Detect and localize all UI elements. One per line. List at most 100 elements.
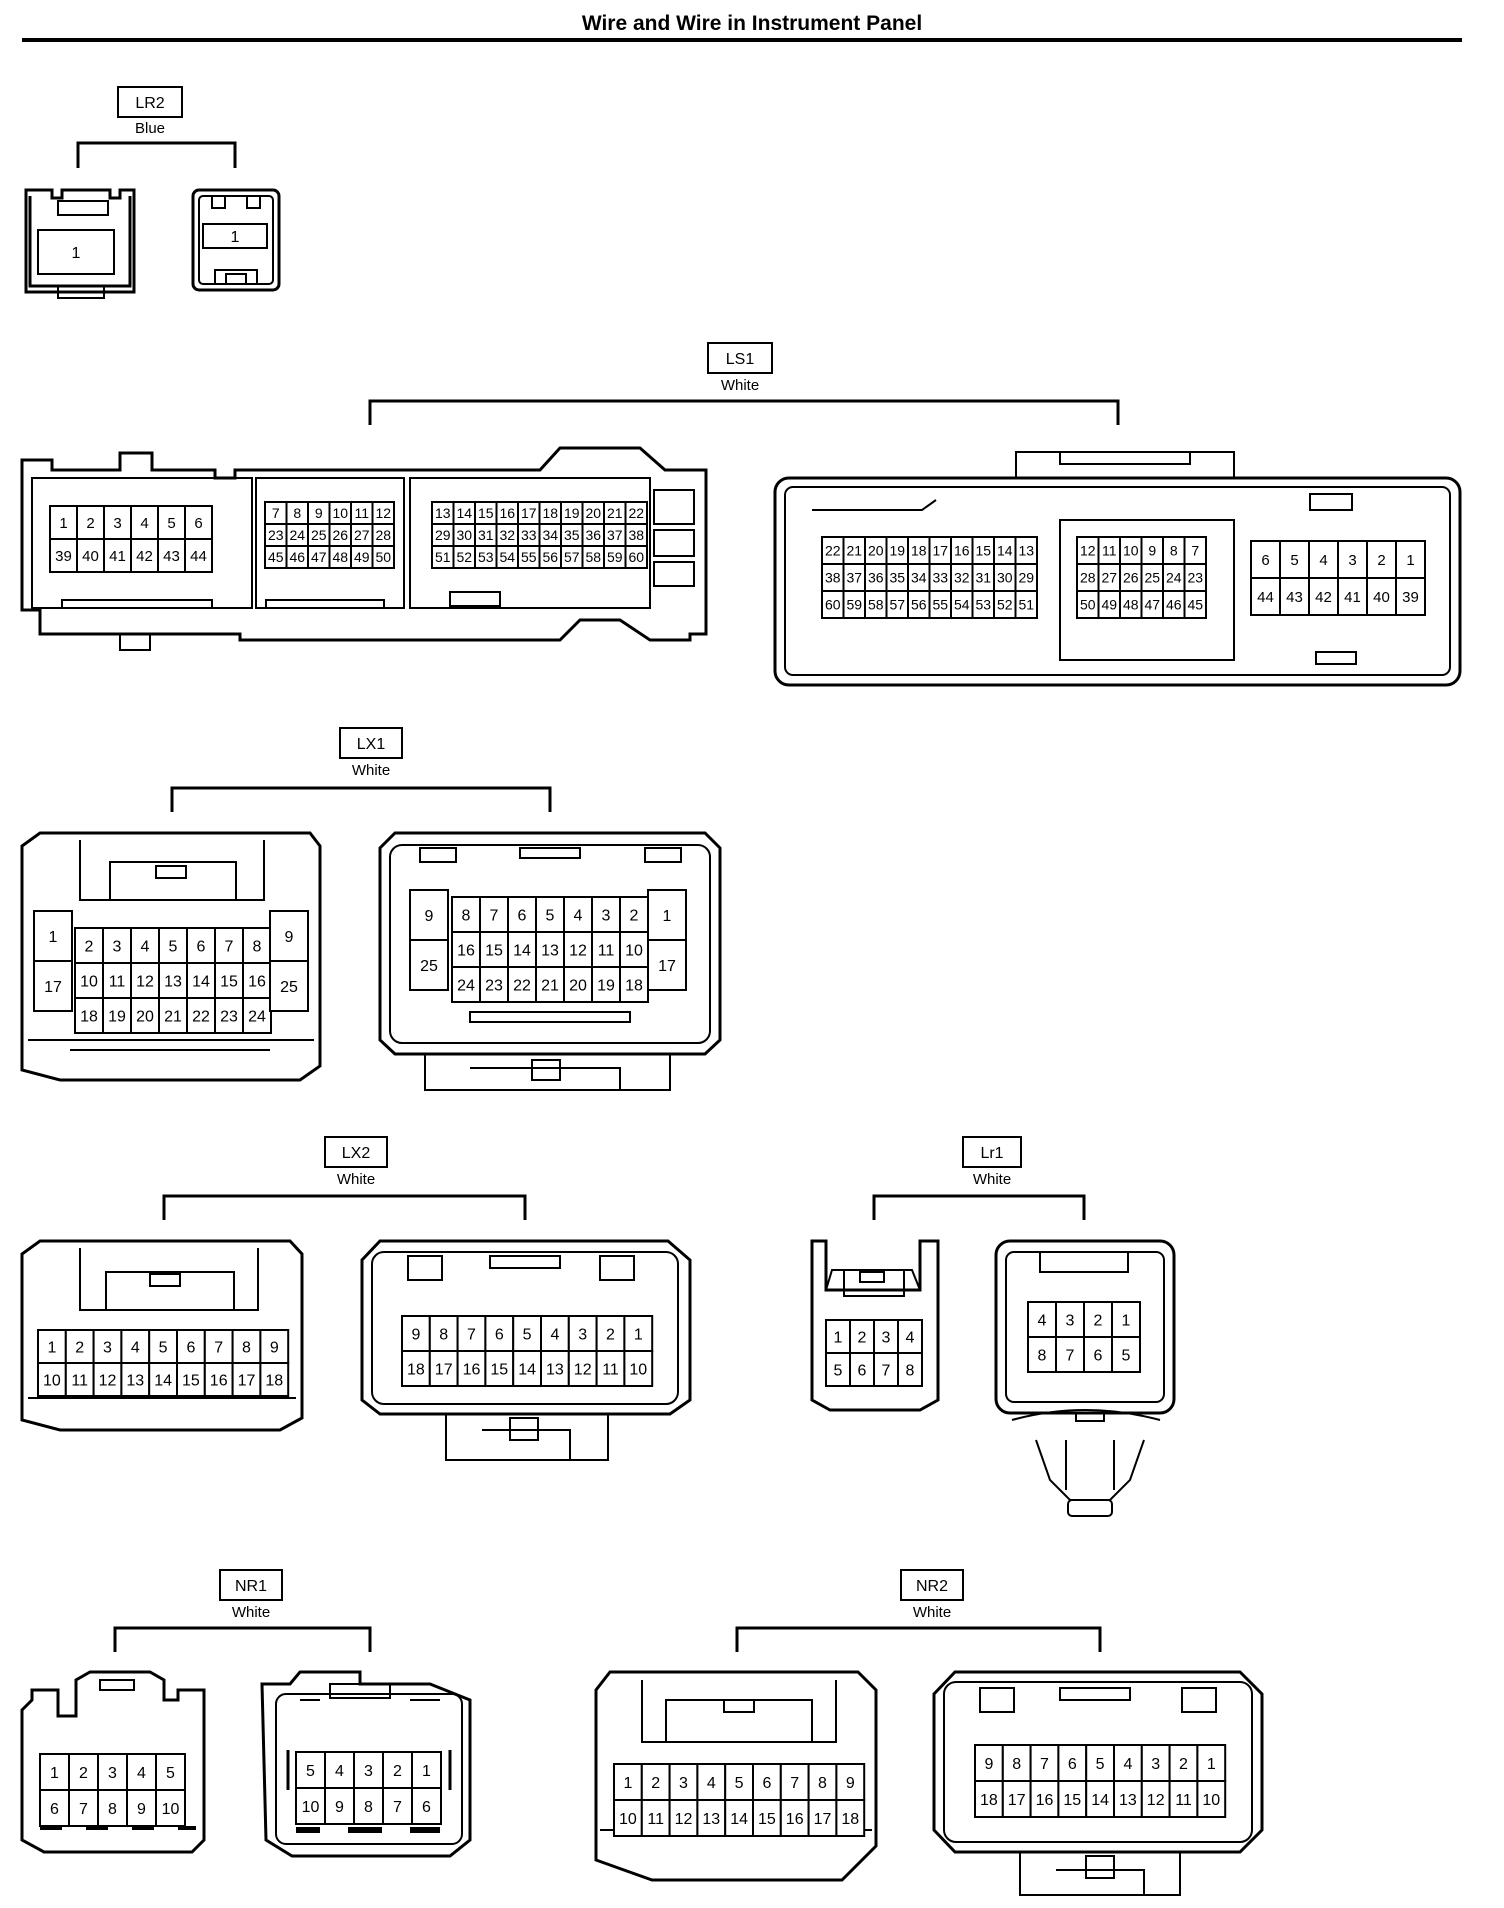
- pin-number: 60: [628, 549, 644, 565]
- pin-number: 3: [578, 1326, 587, 1343]
- pin-number: 10: [629, 1361, 647, 1378]
- pin-cell: [668, 1799, 699, 1837]
- pin-number: 1: [634, 1326, 643, 1343]
- pin-number: 11: [598, 942, 615, 959]
- pin-number: 17: [435, 1361, 453, 1378]
- lx2-code: LX2: [342, 1145, 371, 1162]
- pin-cell: [507, 966, 537, 1003]
- pin-number: 12: [375, 505, 391, 521]
- pin-cell: [382, 1751, 413, 1789]
- pin-number: 6: [1094, 1347, 1103, 1364]
- pin-cell: [1027, 1301, 1057, 1338]
- pin-number: 16: [463, 1361, 481, 1378]
- pin-cell: [535, 896, 565, 933]
- pin-cell: [184, 505, 213, 540]
- lx2-code-box: [324, 1136, 388, 1168]
- pin-cell: [1279, 577, 1310, 616]
- pin-number: 59: [607, 549, 623, 565]
- lr1-code-box: [962, 1136, 1022, 1168]
- pin-number: 9: [846, 1775, 855, 1792]
- pin-number: 2: [651, 1775, 660, 1792]
- pin-number: 59: [846, 597, 862, 613]
- pin-cell: [148, 1329, 178, 1364]
- pin-number: 9: [335, 1799, 344, 1816]
- pin-number: 38: [825, 570, 841, 586]
- pin-cell: [259, 1329, 290, 1364]
- pin-number: 3: [103, 1339, 112, 1356]
- pin-number: 31: [478, 527, 494, 543]
- pin-number: 20: [136, 1008, 154, 1025]
- pin-number: 2: [1179, 1756, 1188, 1773]
- pin-number: 6: [1261, 552, 1269, 569]
- pin-number: 11: [71, 1372, 88, 1389]
- pin-cell: [623, 1350, 654, 1387]
- pin-cell: [371, 545, 395, 569]
- lx2-color: White: [337, 1171, 375, 1188]
- pin-number: 10: [619, 1811, 637, 1828]
- pin-number: 18: [911, 543, 927, 559]
- pin-number: 20: [569, 977, 587, 994]
- pin-number: 23: [1187, 570, 1203, 586]
- nr2-bracket: [735, 1626, 1102, 1652]
- pin-number: 4: [1319, 552, 1327, 569]
- pin-number: 47: [1144, 597, 1160, 613]
- pin-cell: [74, 962, 104, 999]
- pin-cell: [1196, 1780, 1227, 1818]
- pin-number: 52: [997, 597, 1013, 613]
- pin-number: 50: [1080, 597, 1096, 613]
- pin-number: 9: [1148, 543, 1156, 559]
- pin-number: 15: [478, 505, 494, 521]
- pin-cell: [1111, 1336, 1141, 1373]
- pin-number: 48: [332, 549, 348, 565]
- pin-number: 7: [882, 1362, 891, 1379]
- pin-number: 2: [75, 1339, 84, 1356]
- pin-number: 12: [99, 1372, 117, 1389]
- pin-cell: [1366, 577, 1397, 616]
- pin-number: 1: [59, 515, 67, 532]
- pin-cell: [647, 889, 687, 941]
- pin-number: 2: [1094, 1312, 1103, 1329]
- pin-cell: [897, 1352, 923, 1387]
- pin-number: 34: [911, 570, 927, 586]
- pin-number: 13: [546, 1361, 564, 1378]
- lx1-color: White: [352, 762, 390, 779]
- pin-number: 56: [542, 549, 558, 565]
- pin-number: 8: [1038, 1347, 1047, 1364]
- pin-number: 4: [137, 1765, 146, 1782]
- pin-number: 19: [597, 977, 615, 994]
- pin-number: 18: [625, 977, 643, 994]
- pin-number: 60: [825, 597, 841, 613]
- pin-number: 2: [79, 1765, 88, 1782]
- pin-cell: [1113, 1780, 1143, 1818]
- lr2-code: LR2: [135, 95, 164, 112]
- pin-cell: [1029, 1780, 1060, 1818]
- pin-number: 21: [607, 505, 623, 521]
- pin-number: 11: [109, 973, 126, 990]
- pin-number: 5: [735, 1775, 744, 1792]
- pin-cell: [231, 1362, 262, 1397]
- lr1-code: Lr1: [980, 1145, 1003, 1162]
- pin-number: 3: [1151, 1756, 1160, 1773]
- pin-number: 1: [50, 1765, 59, 1782]
- pin-number: 40: [82, 548, 99, 565]
- pin-number: 19: [889, 543, 905, 559]
- pin-number: 8: [906, 1362, 915, 1379]
- pin-number: 8: [253, 938, 262, 955]
- pin-number: 25: [280, 979, 298, 996]
- pin-number: 15: [490, 1361, 508, 1378]
- pin-number: 12: [569, 942, 587, 959]
- pin-cell: [202, 223, 268, 249]
- lx1-male-outline: [20, 831, 322, 1082]
- pin-number: 10: [80, 973, 98, 990]
- pin-cell: [68, 1789, 99, 1827]
- pin-number: 2: [858, 1329, 867, 1346]
- pin-cell: [130, 538, 159, 573]
- pin-number: 9: [984, 1756, 993, 1773]
- pin-number: 37: [607, 527, 623, 543]
- pin-number: 10: [332, 505, 348, 521]
- pin-number: 24: [248, 1008, 266, 1025]
- pin-number: 22: [192, 1008, 210, 1025]
